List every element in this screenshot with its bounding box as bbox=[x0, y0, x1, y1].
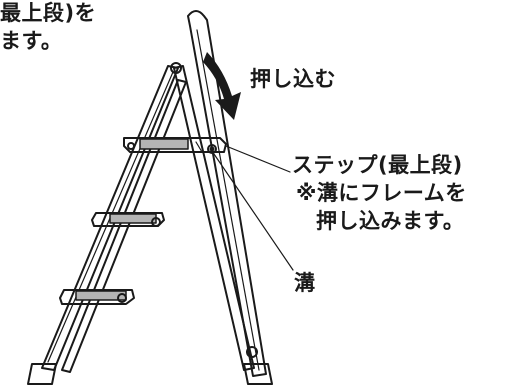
step-side-rail bbox=[61, 79, 187, 373]
front-frame-rail bbox=[187, 10, 267, 377]
rear-leg-pivot bbox=[246, 346, 258, 358]
step-callout-leader bbox=[225, 145, 291, 173]
push-down-arrow bbox=[203, 52, 241, 120]
top-step-rivet-left bbox=[127, 142, 135, 150]
step-top-label: ステップ(最上段) bbox=[292, 153, 463, 177]
top-hinge bbox=[170, 62, 182, 74]
instruction-line-2: ます。 bbox=[0, 29, 63, 53]
groove-note-line-2: 押し込みます。 bbox=[316, 209, 465, 233]
top-step-platform bbox=[123, 137, 227, 153]
middle-step-rivet bbox=[151, 217, 161, 227]
push-in-label: 押し込む bbox=[250, 67, 336, 91]
groove-callout-leader bbox=[213, 153, 294, 271]
groove-note-line-1: ※溝にフレームを bbox=[296, 181, 467, 205]
bottom-step-rivet bbox=[117, 293, 127, 303]
rear-support-leg bbox=[173, 65, 255, 371]
top-step-tread bbox=[139, 138, 189, 150]
groove-label: 溝 bbox=[294, 271, 316, 295]
instruction-line-1: 最上段)を bbox=[0, 1, 97, 25]
bottom-step bbox=[59, 289, 135, 305]
left-foot bbox=[27, 363, 57, 385]
middle-step-tread bbox=[109, 213, 157, 224]
groove-frame-joint bbox=[207, 144, 217, 154]
right-foot bbox=[243, 363, 273, 385]
